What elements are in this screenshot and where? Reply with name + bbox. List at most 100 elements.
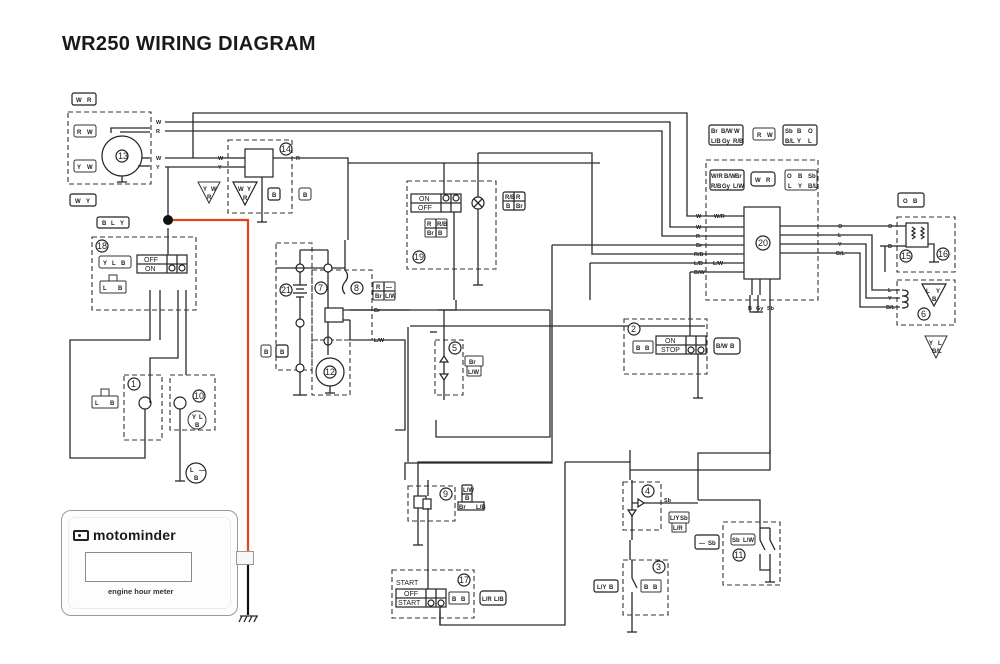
component-5-diode: 5	[434, 310, 464, 400]
connector-20-top-a: Br B/W W L/B Gy R/B	[708, 124, 744, 146]
component-number: 5	[452, 343, 457, 353]
wire-label: L/W	[374, 338, 385, 344]
connector-pin-label: R	[87, 98, 92, 104]
connector-18-a: Y L B	[98, 255, 132, 269]
switch-position-label: ON	[145, 266, 156, 273]
wire-label: W	[218, 156, 224, 162]
connector-pin-label: B	[932, 297, 937, 303]
splice-point	[163, 215, 173, 225]
component-12-starter-motor: 12	[311, 336, 351, 396]
connector-14-d: B	[298, 187, 312, 201]
component-6: L Y B 6 L Y B/L	[886, 279, 956, 326]
connector-pin-label: Br	[469, 360, 476, 366]
connector-pin-label: O	[903, 199, 908, 205]
switch-position-label: OFF	[144, 257, 158, 264]
switch-position-label: STOP	[661, 347, 680, 354]
connector-pin-label: R	[376, 285, 381, 291]
connector-pin-label: Gy	[722, 139, 731, 145]
hour-meter-ground-wire	[238, 561, 250, 615]
connector-11-b: Sb L/W	[730, 533, 756, 546]
connector-8: R — Br L/W	[372, 281, 396, 301]
component-21-battery: 21	[275, 242, 345, 396]
connector-20-top-c: Sb B O B/L Y L	[782, 124, 818, 146]
wire-label: W/R	[714, 214, 725, 220]
connector-5: Br L/W	[464, 355, 484, 377]
connector-pin-label: L	[199, 415, 203, 421]
component-8-relay: 8 Br L/W	[324, 240, 410, 344]
connector-21-a: B	[260, 344, 272, 358]
connector-pin-label: Y	[86, 199, 90, 205]
wire-label: O	[838, 224, 843, 230]
connector-pin-label: B	[506, 204, 511, 210]
connector-pin-label: B/L	[785, 139, 795, 145]
component-20-ecu: 20 W W/R W R Br R/B L/B L/W B/W O L Y B/…	[694, 159, 846, 312]
connector-pin-label: Sb	[732, 538, 740, 544]
component-11: 11	[722, 520, 781, 586]
meter-cable-plug	[236, 551, 254, 565]
hour-meter-device: motominder engine hour meter	[61, 510, 238, 616]
connector-20-top-b: R W	[752, 127, 776, 141]
connector-17-a: B B	[448, 591, 470, 605]
connector-pin-label: Y	[192, 415, 196, 421]
connector-pin-label: W	[76, 98, 82, 104]
connector-pin-label: B	[609, 585, 614, 591]
component-13-magneto: 13 W R W Y	[67, 111, 162, 185]
component-10: 10 Y L B	[169, 374, 216, 482]
connector-pin-label: B	[913, 199, 918, 205]
connector-pin-label: L/W	[463, 488, 474, 494]
component-number: 14	[281, 144, 291, 154]
connector-pin-label: B	[730, 344, 735, 350]
connector-13-b: Y W	[73, 159, 97, 173]
connector-pin-label: R	[207, 195, 212, 201]
connector-1: L B	[91, 388, 119, 409]
wire-label: L	[888, 288, 892, 294]
switch-position-label: OFF	[404, 591, 418, 598]
harness-trunk	[165, 112, 705, 480]
connector-pin-label: B/W	[724, 174, 736, 180]
component-4-diode: 4 Sb	[622, 480, 698, 540]
wire-label: L/B	[694, 261, 703, 267]
wire-label: Y	[888, 296, 892, 302]
connector-pin-label: L/W	[733, 184, 744, 190]
connector-3-a: L/Y B	[593, 579, 619, 593]
connector-pin-label: L	[788, 184, 792, 190]
connector-pin-label: L/B	[711, 139, 721, 145]
diagram-title: WR250 WIRING DIAGRAM	[62, 33, 316, 55]
component-14-cdi: 14 W Y R	[218, 139, 300, 223]
connector-11-a: — Sb	[694, 534, 720, 550]
connector-pin-label: B	[461, 597, 466, 603]
connector-19-b: R/B R B Br	[502, 191, 526, 211]
component-1: 1	[123, 374, 163, 441]
component-18-main-switch: 18 OFF ON	[91, 228, 197, 311]
meter-brand: motominder	[73, 527, 176, 543]
connector-pin-label: W	[87, 130, 93, 136]
component-number: 12	[325, 367, 335, 377]
wire-label: Br	[374, 308, 381, 314]
ground-icon	[238, 615, 258, 623]
switch-position-label: ON	[419, 196, 430, 203]
connector-pin-label: —	[199, 468, 205, 474]
connector-pin-label: W	[75, 199, 81, 205]
brand-name: motominder	[93, 527, 176, 543]
component-number: 16	[938, 249, 948, 259]
component-17-start-switch: START 17 OFF START	[391, 569, 475, 625]
connector-pin-label: L/R	[482, 597, 492, 603]
connector-pin-label: R/B	[505, 195, 516, 201]
component-number: 3	[656, 562, 661, 572]
connector-pin-label: L/W	[468, 370, 479, 376]
wire-label: Br	[696, 243, 703, 249]
connector-20-c: O B Sb L Y B/L	[784, 169, 818, 191]
component-number: 4	[645, 486, 650, 496]
connector-pin-label: L/R	[673, 526, 683, 532]
connector-pin-label: B	[465, 496, 470, 502]
component-number: 6	[921, 309, 926, 319]
connector-pin-label: L	[190, 468, 194, 474]
connector-pin-label: R/B	[437, 222, 448, 228]
connector-pin-label: Br	[516, 204, 523, 210]
connector-pin-label: B	[303, 193, 308, 199]
wire-label: L	[838, 233, 842, 239]
component-number: 8	[354, 283, 359, 293]
connector-21-b: B	[275, 344, 289, 358]
connector-13-a: R W	[73, 124, 97, 138]
connector-pin-label: B	[264, 350, 269, 356]
